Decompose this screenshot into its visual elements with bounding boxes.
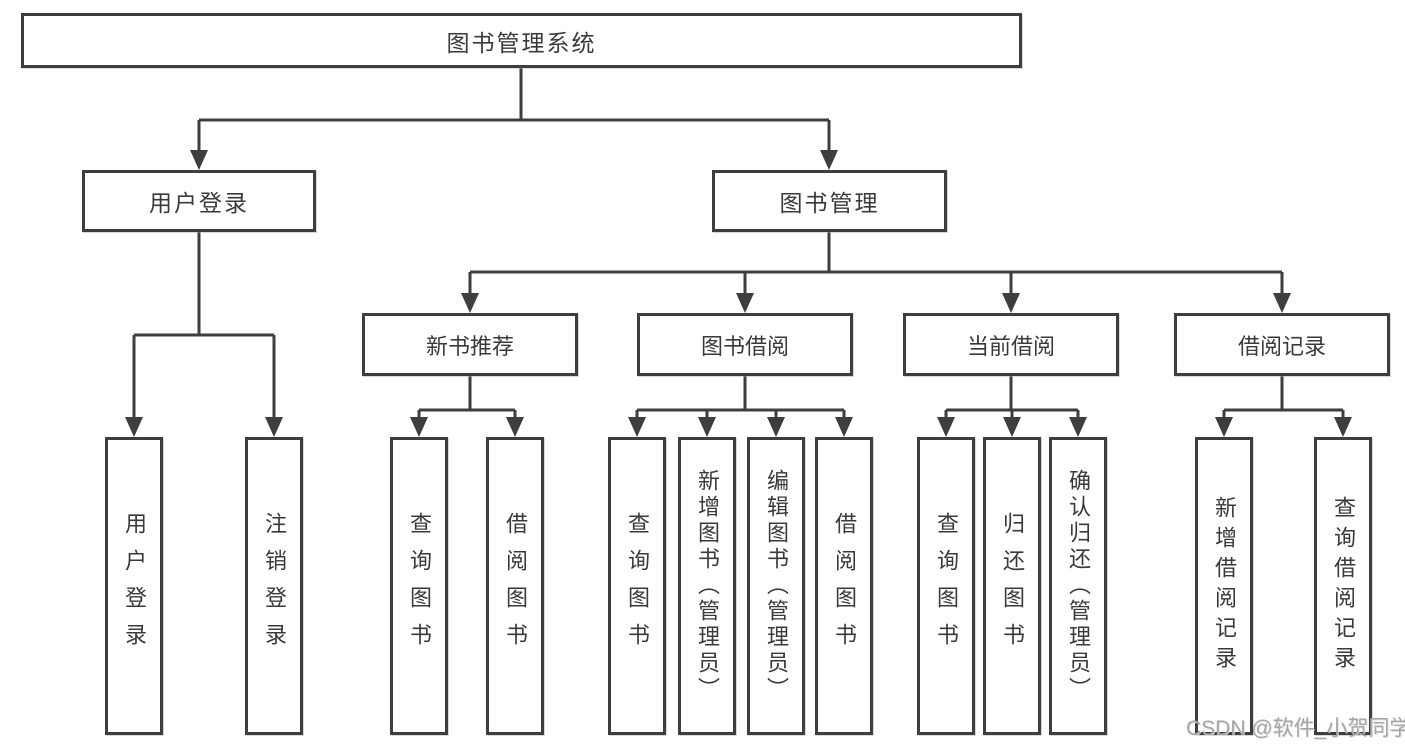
leaf-confirm-return-admin: 确认归还（管理员） (1049, 437, 1107, 735)
leaf-return-books: 归还图书 (983, 437, 1041, 735)
leaf-query-borrow-record: 查询借阅记录 (1314, 437, 1372, 735)
connector-paths (132, 68, 1345, 420)
leaf-user-login: 用户登录 (105, 437, 163, 735)
node-new-book-recommendation: 新书推荐 (362, 313, 578, 376)
leaf-add-books-admin: 新增图书（管理员） (678, 437, 736, 735)
leaf-query-books-recommendation: 查询图书 (390, 437, 448, 735)
leaf-logout: 注销登录 (245, 437, 303, 735)
leaf-borrow-books-borrowing: 借阅图书 (815, 437, 873, 735)
csdn-watermark: CSDN @软件_小贺同学 (1186, 717, 1405, 740)
node-current-borrowing: 当前借阅 (903, 313, 1119, 376)
leaf-edit-books-admin: 编辑图书（管理员） (747, 437, 805, 735)
leaf-query-books-current: 查询图书 (917, 437, 975, 735)
node-borrowing-records: 借阅记录 (1174, 313, 1390, 376)
leaf-query-books-borrowing: 查询图书 (608, 437, 666, 735)
node-book-management: 图书管理 (712, 170, 947, 232)
leaf-borrow-books-recommendation: 借阅图书 (486, 437, 544, 735)
node-book-borrowing: 图书借阅 (637, 313, 853, 376)
arrowheads (125, 150, 1352, 437)
node-user-login: 用户登录 (82, 170, 316, 232)
node-library-management-system: 图书管理系统 (21, 13, 1022, 68)
leaf-add-borrow-record: 新增借阅记录 (1195, 437, 1253, 735)
